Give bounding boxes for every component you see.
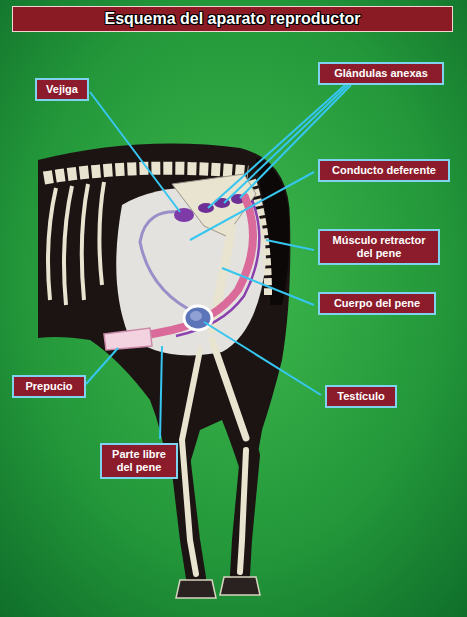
label-box: Vejiga: [35, 78, 89, 101]
leader-line: [190, 172, 314, 240]
title: Esquema del aparato reproductor: [104, 10, 360, 28]
leader-line: [222, 268, 314, 305]
testicle: [184, 306, 212, 330]
leader-line: [208, 85, 345, 208]
label-box: Conducto deferente: [318, 159, 450, 182]
part-label: Testículo: [333, 390, 389, 403]
hoof: [176, 580, 216, 598]
leader-line: [160, 346, 162, 439]
label-box: Músculo retractor del pene: [318, 229, 440, 265]
penis-body: [118, 197, 253, 341]
leader-line: [86, 348, 118, 384]
leader-line: [90, 92, 180, 212]
spine: [44, 168, 248, 178]
part-label: Glándulas anexas: [326, 67, 436, 80]
cannon-bone: [240, 450, 246, 572]
tibia: [212, 340, 246, 438]
part-label: Músculo retractor del pene: [326, 234, 432, 260]
prepuce: [104, 328, 152, 350]
hoof: [220, 577, 260, 595]
part-label: Prepucio: [20, 380, 78, 393]
label-box: Glándulas anexas: [318, 62, 444, 85]
part-label: Conducto deferente: [326, 164, 442, 177]
label-box: Prepucio: [12, 375, 86, 398]
part-label: Vejiga: [43, 83, 81, 96]
leg-bone: [182, 350, 200, 574]
retractor-muscle: [176, 200, 259, 336]
title-band: Esquema del aparato reproductor: [12, 6, 453, 32]
bladder: [174, 208, 194, 222]
leader-line: [204, 322, 321, 395]
label-box: Cuerpo del pene: [318, 292, 436, 315]
label-box: Parte libre del pene: [100, 443, 178, 479]
part-label: Cuerpo del pene: [326, 297, 428, 310]
vas-deferens: [140, 212, 198, 314]
label-box: Testículo: [325, 385, 397, 408]
rib: [48, 188, 56, 300]
leader-line: [224, 85, 348, 203]
rib: [82, 184, 88, 300]
leader-lines: [86, 85, 351, 439]
rib: [64, 186, 72, 305]
leader-line: [266, 240, 314, 250]
testicle-highlight: [190, 311, 202, 321]
rib: [99, 182, 104, 285]
part-label: Parte libre del pene: [108, 448, 170, 474]
